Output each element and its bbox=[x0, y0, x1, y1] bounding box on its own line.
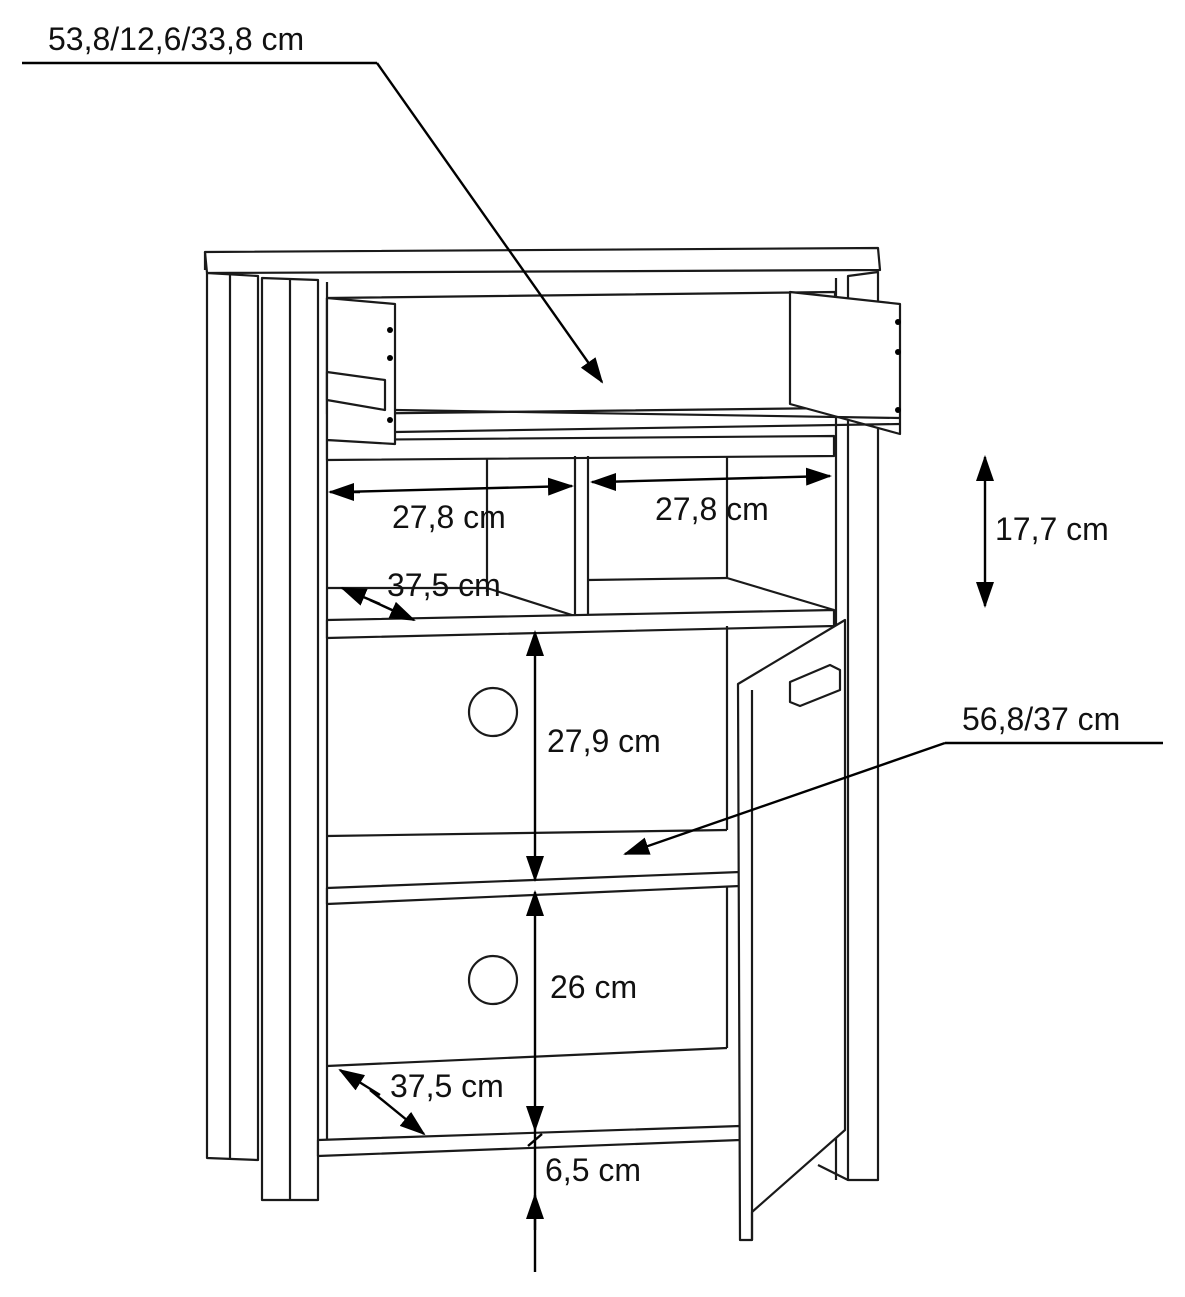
compartment-height-label: 17,7 cm bbox=[995, 511, 1109, 547]
leg-height-label: 6,5 cm bbox=[545, 1152, 641, 1188]
lower-depth-label: 37,5 cm bbox=[390, 1068, 504, 1104]
dimension-labels: 53,8/12,6/33,8 cm 27,8 cm 27,8 cm 17,7 c… bbox=[48, 21, 1120, 1188]
cable-hole bbox=[467, 686, 519, 738]
dimension-lines bbox=[22, 61, 1163, 1272]
open-door bbox=[736, 618, 847, 1242]
left-width-label: 27,8 cm bbox=[392, 499, 506, 535]
shelf-dimensions-label: 56,8/37 cm bbox=[962, 701, 1120, 737]
right-width-label: 27,8 cm bbox=[655, 491, 769, 527]
compartment-depth-label: 37,5 cm bbox=[387, 567, 501, 603]
door-handle bbox=[788, 663, 842, 708]
open-drawer bbox=[325, 290, 902, 446]
lower-height-label: 26 cm bbox=[550, 969, 637, 1005]
drawer-dimensions-label: 53,8/12,6/33,8 cm bbox=[48, 21, 304, 57]
cable-hole bbox=[467, 954, 519, 1006]
middle-height-label: 27,9 cm bbox=[547, 723, 661, 759]
